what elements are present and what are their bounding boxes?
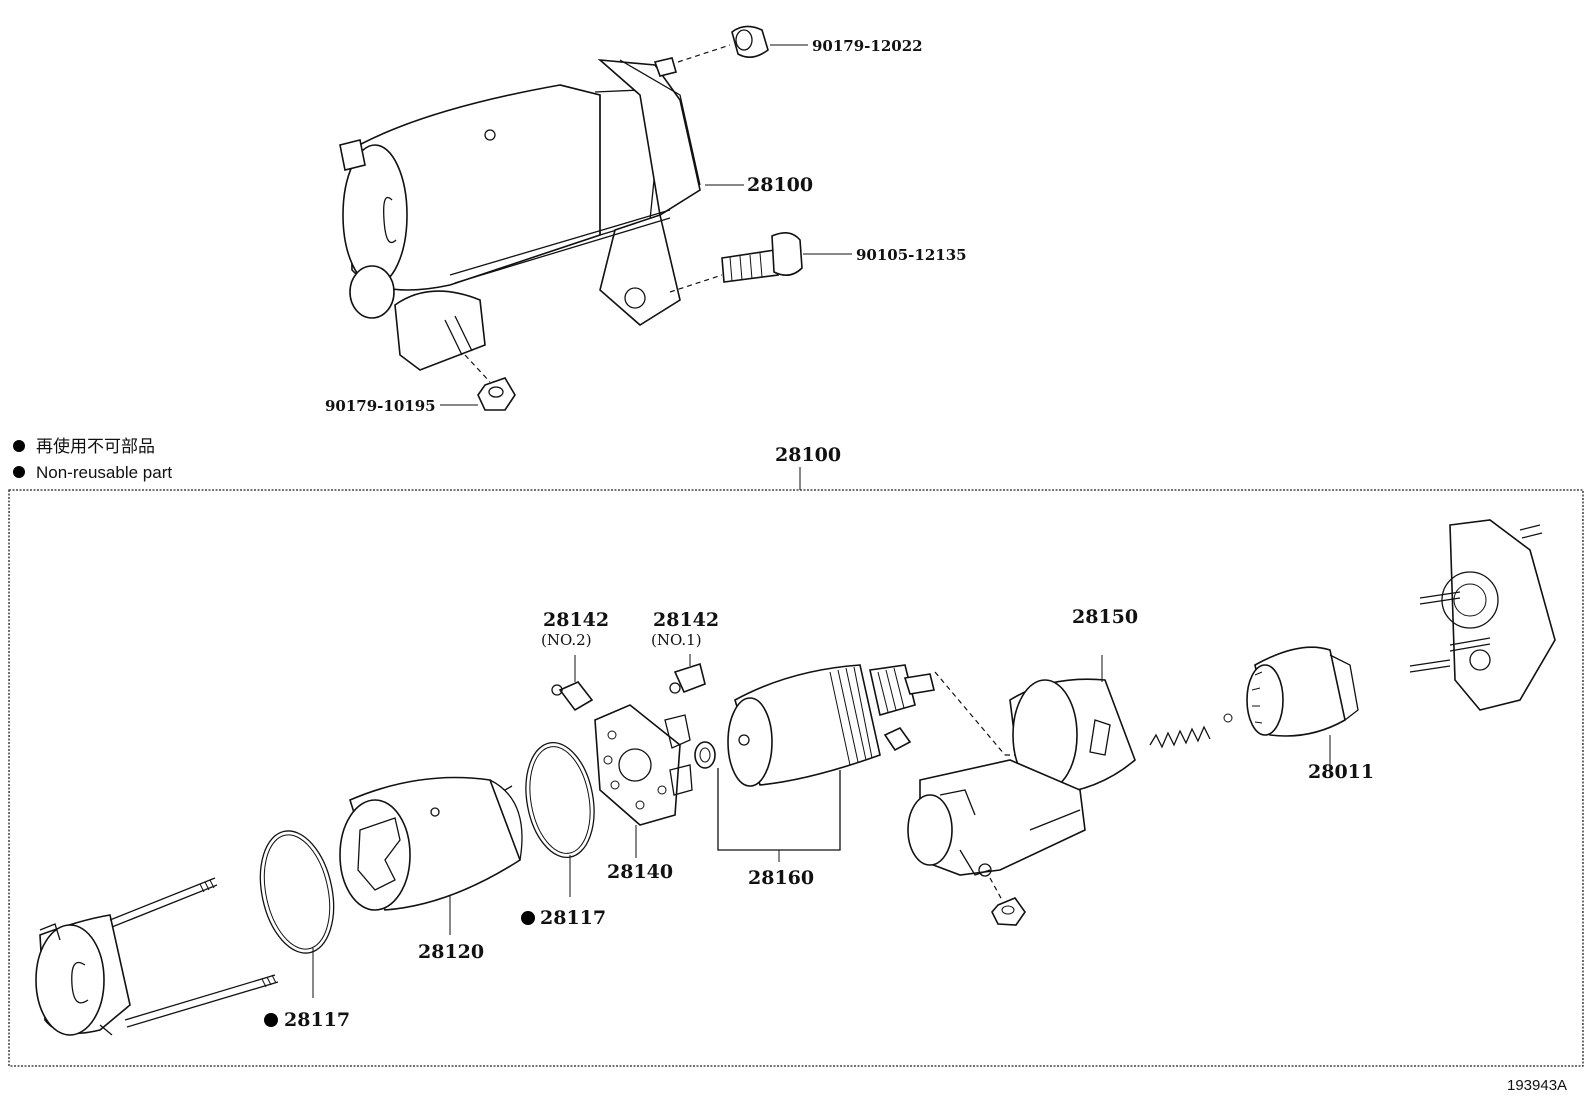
label-brush-no1-sub: (NO.1) [651, 631, 702, 649]
label-brush-no2-sub: (NO.2) [541, 631, 592, 649]
illustration-code: 193943A [1507, 1077, 1567, 1094]
label-brush-no2: 28142 [543, 609, 609, 631]
spring-icon [1149, 725, 1211, 749]
label-magnetic-switch: 28150 [1072, 606, 1138, 628]
terminal-nut-icon [477, 377, 516, 411]
magnetic-switch-illustration [907, 678, 1136, 877]
armature-illustration [727, 664, 935, 787]
non-reusable-bullet-icon [13, 466, 25, 478]
label-armature: 28160 [748, 867, 814, 889]
legend: 再使用不可部品 Non-reusable part [13, 436, 172, 482]
flange-bolt-icon [721, 232, 803, 283]
non-reusable-mark-icon [521, 911, 535, 925]
yoke-illustration [339, 776, 523, 911]
o-ring-left-icon [259, 830, 335, 954]
label-cap-nut: 90179-12022 [812, 37, 923, 55]
brush-holder-illustration [594, 704, 693, 826]
label-terminal-nut: 90179-10195 [325, 397, 436, 415]
legend-japanese: 再使用不可部品 [36, 436, 155, 456]
label-bolt: 90105-12135 [856, 246, 967, 264]
label-assembly: 28100 [775, 444, 841, 466]
non-reusable-mark-icon [264, 1013, 278, 1027]
starter-assembly-illustration [339, 57, 701, 371]
collar-icon [883, 726, 912, 752]
cap-nut-icon [731, 25, 769, 58]
label-o-ring-mid: 28117 [540, 907, 606, 929]
brush-no2-icon [551, 681, 594, 712]
label-yoke: 28120 [418, 941, 484, 963]
drive-housing-illustration [1409, 519, 1556, 711]
assembly-bracket-box [8, 489, 1584, 1067]
label-brush-holder: 28140 [607, 861, 673, 883]
label-starter-top: 28100 [747, 174, 813, 196]
label-brush-no1: 28142 [653, 609, 719, 631]
bearing-icon [694, 741, 716, 769]
switch-terminal-nut-icon [991, 897, 1026, 926]
label-clutch: 28011 [1308, 761, 1374, 783]
end-frame-illustration [35, 877, 279, 1036]
legend-english: Non-reusable part [36, 463, 172, 482]
starter-clutch-illustration [1246, 646, 1359, 737]
non-reusable-bullet-icon [13, 440, 25, 452]
label-o-ring-left: 28117 [284, 1009, 350, 1031]
brush-no1-icon [669, 662, 706, 694]
